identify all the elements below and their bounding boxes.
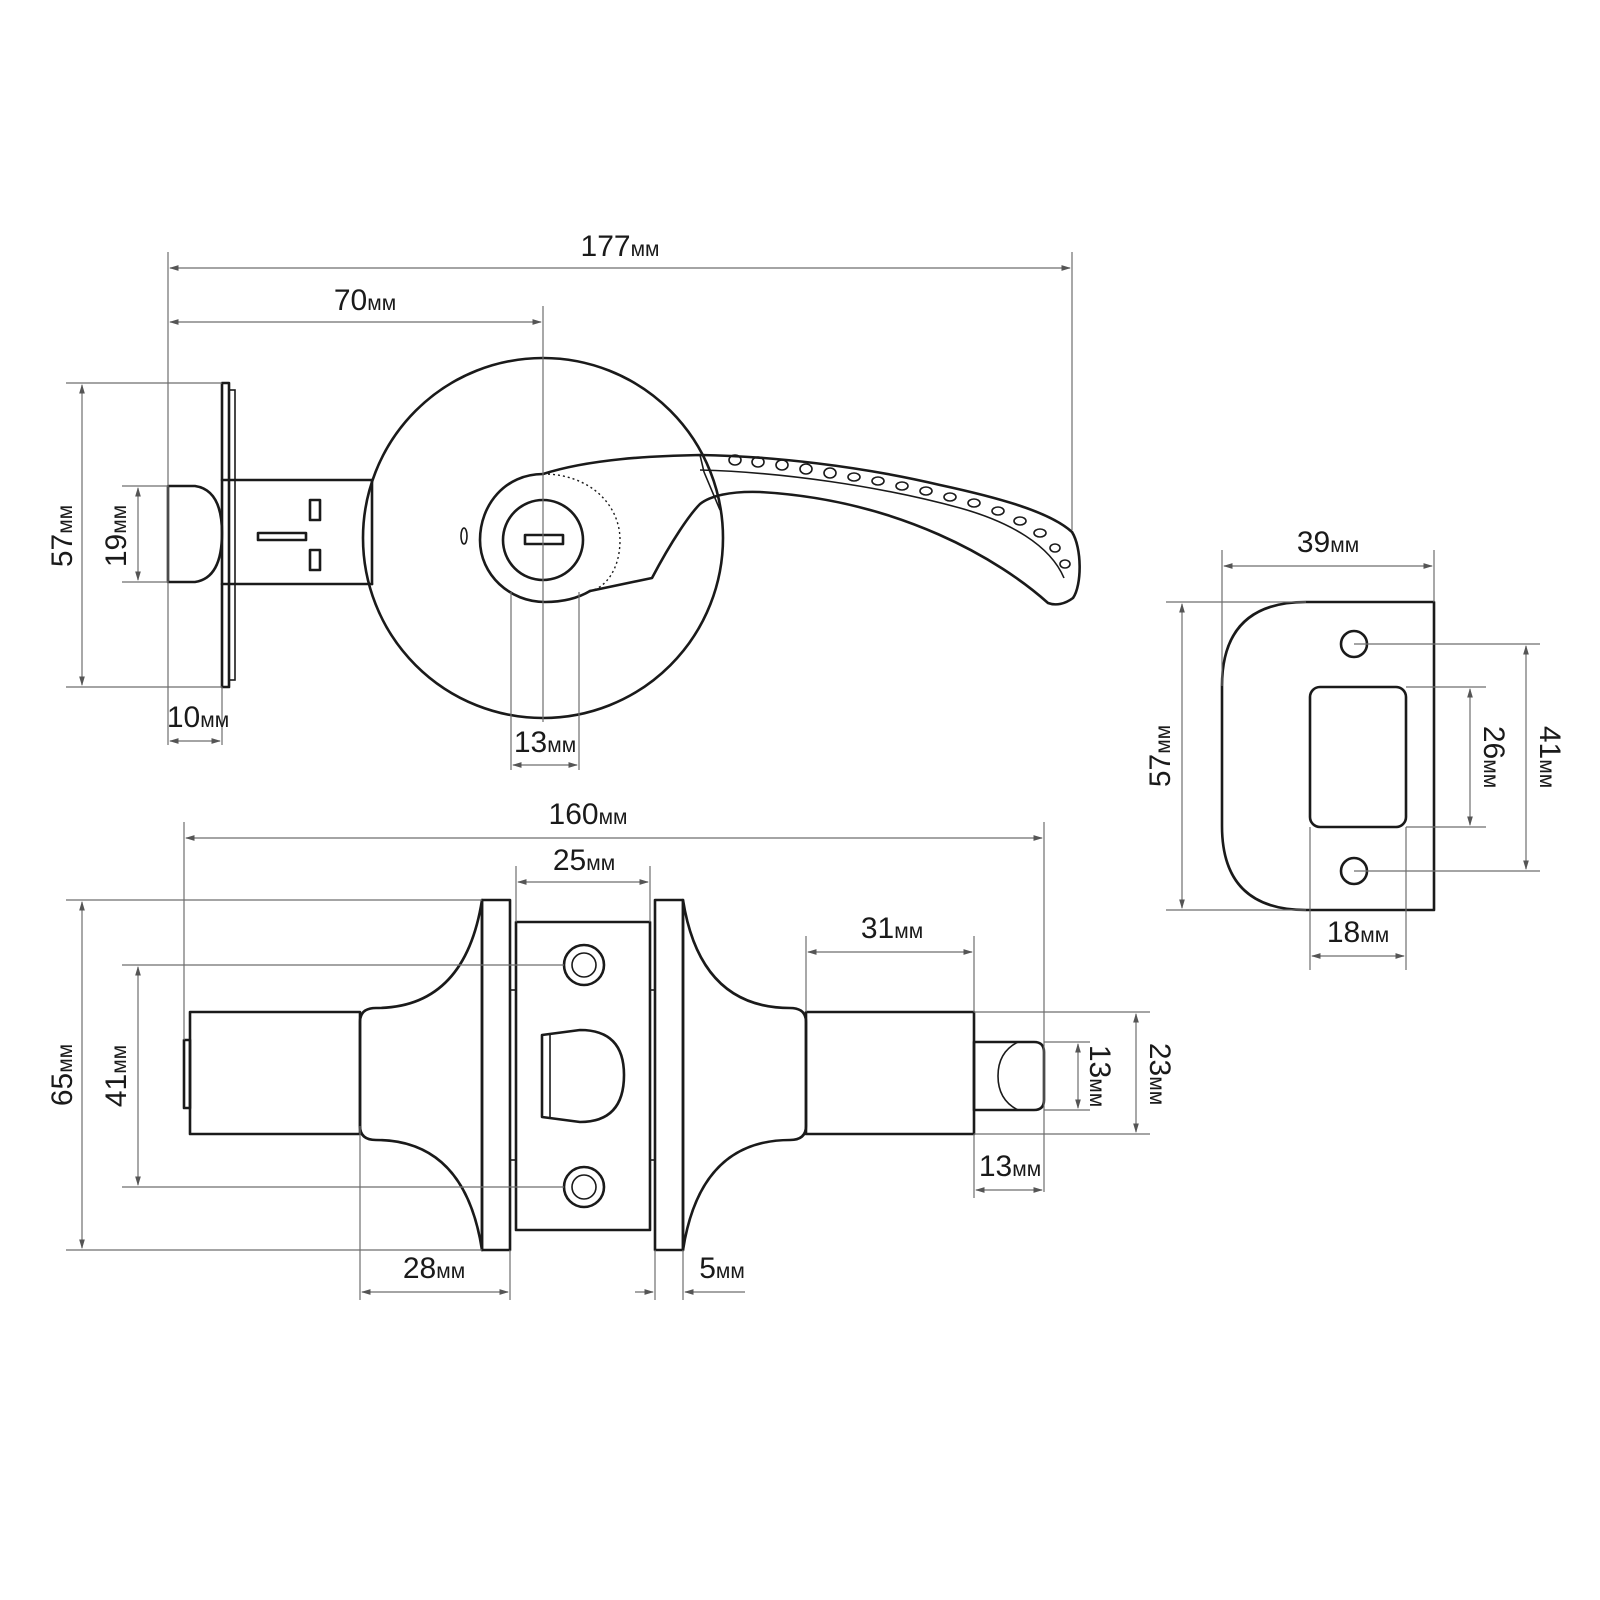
lever-neck xyxy=(699,454,721,511)
faceplate-screw-bottom-inner xyxy=(571,1174,597,1200)
left-rose-flare xyxy=(358,898,484,1252)
dim-41-top-label: 41мм xyxy=(100,1045,133,1107)
right-bolt-curve xyxy=(997,1041,1019,1111)
dim-31-label: 31мм xyxy=(861,912,923,945)
right-rose-plate xyxy=(653,898,685,1252)
dim-57-side-label: 57мм xyxy=(46,505,79,567)
right-spindle xyxy=(804,1010,976,1136)
top-view-dimensions: 160мм 25мм 31мм 65мм 41мм 28мм 5мм 13мм xyxy=(46,798,1176,1300)
dim-28-label: 28мм xyxy=(403,1252,465,1285)
dim-13-projection-label: 13мм xyxy=(979,1150,1041,1183)
dim-10-label: 10мм xyxy=(167,701,229,734)
strike-plate-dimensions: 39мм 57мм 26мм 41мм 18мм xyxy=(1144,526,1566,970)
dim-160-label: 160мм xyxy=(549,798,628,831)
lever-inner-contour xyxy=(699,469,1065,579)
latch-faceplate-back xyxy=(228,389,236,681)
dim-13-cylinder-label: 13мм xyxy=(514,726,576,759)
dim-39-label: 39мм xyxy=(1297,526,1359,559)
dim-177-label: 177мм xyxy=(581,230,660,263)
left-knob-cap xyxy=(182,1038,192,1110)
faceplate-screw-top-inner xyxy=(571,952,597,978)
dim-23-label: 23мм xyxy=(1143,1043,1176,1105)
strike-plate-outline xyxy=(1220,600,1436,912)
right-rose-flare xyxy=(681,898,808,1252)
left-rose-plate xyxy=(480,898,512,1252)
left-knob-sleeve xyxy=(188,1010,362,1136)
latch-tube xyxy=(220,478,374,586)
latch-bolt xyxy=(166,484,224,584)
latch-opening xyxy=(540,1028,626,1124)
dim-13-bolt-label: 13мм xyxy=(1083,1045,1116,1107)
dim-19-label: 19мм xyxy=(100,505,133,567)
faceplate-screw-bottom xyxy=(562,1165,606,1209)
faceplate-screw-top xyxy=(562,943,606,987)
dim-25-label: 25мм xyxy=(553,844,615,877)
strike-plate xyxy=(1220,600,1436,912)
strike-plate-opening xyxy=(1308,685,1408,829)
latch-faceplate-front xyxy=(514,920,652,1232)
lever-handle xyxy=(541,453,1081,606)
dim-57-strike-label: 57мм xyxy=(1144,725,1177,787)
dim-70-label: 70мм xyxy=(334,284,396,317)
lever-hub xyxy=(478,472,592,604)
lever-grip-dots xyxy=(728,454,1071,569)
tube-bar xyxy=(256,531,308,542)
right-bolt xyxy=(972,1040,1046,1112)
top-view xyxy=(182,898,1046,1252)
tube-slot-bottom xyxy=(308,548,322,572)
key-slot xyxy=(523,533,565,546)
dim-5-label: 5мм xyxy=(699,1252,745,1285)
tube-slot-top xyxy=(308,498,322,522)
dim-41-strike-label: 41мм xyxy=(1533,726,1566,788)
side-view xyxy=(166,306,1081,722)
dim-18-label: 18мм xyxy=(1327,916,1389,949)
dim-26-label: 26мм xyxy=(1477,726,1510,788)
indicator-hole xyxy=(460,527,468,545)
side-view-dimensions: 177мм 70мм 57мм 19мм 10мм 13мм xyxy=(46,230,1073,770)
latch-faceplate xyxy=(220,381,231,689)
dim-65-label: 65мм xyxy=(46,1044,79,1106)
